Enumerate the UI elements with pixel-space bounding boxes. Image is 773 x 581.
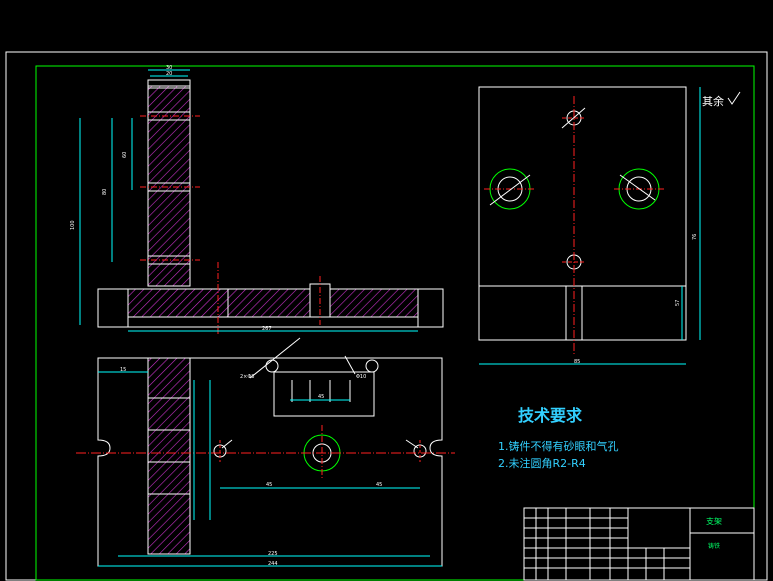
dim-front-width: 267 (262, 326, 272, 332)
tech-req-title: 技术要求 (518, 406, 583, 425)
dim-side-width: 85 (574, 359, 580, 365)
dim-plan-half-b: 45 (376, 482, 382, 488)
front-column-section (147, 85, 191, 287)
plan-column-section (147, 357, 191, 555)
dim-side-height: 76 (692, 234, 698, 240)
dim-left-height-a: 60 (122, 152, 128, 158)
title-block: 支架 铸铁 (523, 507, 755, 581)
surface-note-label: 其余 (702, 94, 724, 108)
front-base-section-left (127, 288, 229, 318)
part-name: 支架 (706, 516, 722, 526)
front-column-top (147, 79, 191, 89)
front-view: 100 80 60 30 20 267 (70, 65, 444, 335)
dim-plan-left: 15 (120, 367, 126, 373)
tech-requirements: 技术要求 1.铸件不得有砂眼和气孔 2.未注圆角R2-R4 (498, 406, 619, 470)
side-view: 85 76 57 其余 (478, 86, 741, 365)
surface-finish-icon (727, 91, 741, 105)
dim-plan-mid-a: 2×Φ8 (240, 374, 255, 380)
tech-req-item-1: 1.铸件不得有砂眼和气孔 (498, 439, 619, 453)
dim-left-height-c: 100 (70, 220, 76, 230)
dim-plan-mid-b: Φ10 (356, 374, 366, 380)
dim-side-bottom: 57 (675, 300, 681, 306)
plan-view: 2×Φ8 Φ10 15 45 45 45 225 244 (76, 337, 455, 567)
dim-plan-half-a: 45 (266, 482, 272, 488)
dim-plan-center: 45 (318, 394, 324, 400)
front-base-inner (127, 316, 419, 328)
dim-plan-width-a: 225 (268, 551, 278, 557)
dim-left-height-b: 80 (102, 189, 108, 195)
dim-front-top-b: 20 (166, 71, 172, 77)
tech-req-item-2: 2.未注圆角R2-R4 (498, 456, 586, 470)
drawing-frame (35, 65, 755, 581)
dim-front-top-a: 30 (166, 65, 172, 71)
part-material: 铸铁 (708, 542, 720, 550)
dim-plan-width-b: 244 (268, 561, 278, 567)
